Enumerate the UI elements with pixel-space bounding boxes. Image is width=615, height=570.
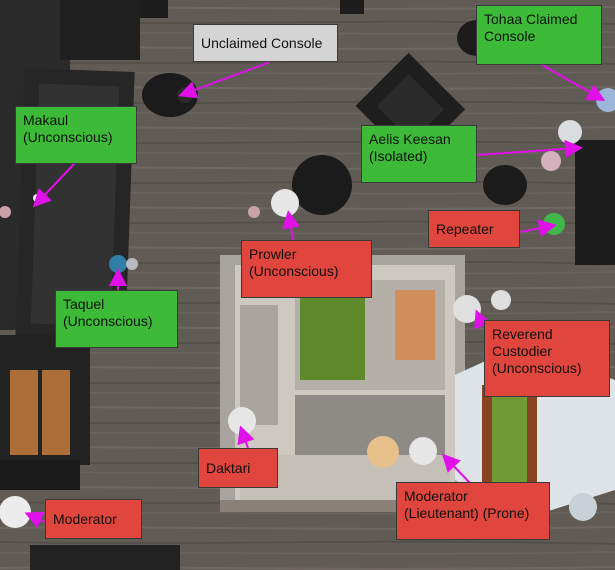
arrow-makaul bbox=[32, 162, 76, 208]
arrow-unclaimed-console bbox=[178, 61, 271, 99]
arrow-moderator bbox=[24, 511, 46, 529]
label-reverend-custodier: Reverend Custodier (Unconscious) bbox=[484, 320, 610, 397]
annotation-arrows bbox=[24, 61, 606, 529]
arrow-aelis-keesan bbox=[476, 139, 583, 158]
label-prowler: Prowler (Unconscious) bbox=[241, 240, 372, 298]
label-moderator-lieutenant: Moderator (Lieutenant) (Prone) bbox=[396, 482, 550, 540]
arrow-tohaa-console bbox=[541, 64, 606, 101]
label-aelis-keesan: Aelis Keesan (Isolated) bbox=[361, 125, 477, 183]
arrow-moderator-lieutenant bbox=[441, 453, 471, 484]
label-unclaimed-console: Unclaimed Console bbox=[193, 24, 338, 62]
label-tohaa-claimed-console: Tohaa Claimed Console bbox=[476, 5, 602, 65]
label-makaul: Makaul (Unconscious) bbox=[15, 106, 137, 164]
label-taquel: Taquel (Unconscious) bbox=[55, 290, 178, 348]
label-repeater: Repeater bbox=[428, 210, 520, 248]
miniatures bbox=[0, 87, 615, 528]
label-moderator: Moderator bbox=[45, 499, 142, 539]
arrow-reverend-custodier bbox=[474, 309, 491, 330]
arrow-repeater bbox=[519, 219, 557, 238]
label-daktari: Daktari bbox=[198, 448, 278, 488]
arrow-daktari bbox=[237, 425, 255, 449]
arrow-prowler bbox=[282, 210, 300, 241]
